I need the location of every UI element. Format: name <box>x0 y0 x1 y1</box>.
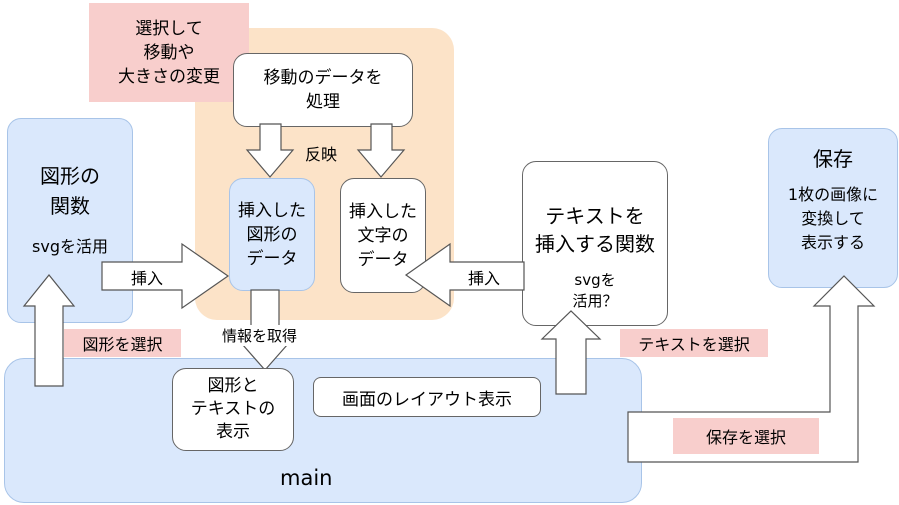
label-insert-left: 挿入 <box>131 269 164 288</box>
move-data-box[interactable]: 移動のデータを 処理 <box>233 53 413 127</box>
text-function-title: テキストを 挿入する関数 <box>535 204 655 256</box>
note-select-move: 選択して 移動や 大きさの変更 <box>89 3 249 102</box>
arrow-move-to-shape <box>245 123 295 178</box>
display-text: 図形と テキストの 表示 <box>190 376 276 442</box>
text-data-box[interactable]: 挿入した 文字の データ <box>340 178 426 293</box>
label-insert-right: 挿入 <box>468 269 501 288</box>
save-sub: 1枚の画像に 変換して 表示する <box>787 185 879 252</box>
layout-text: 画面のレイアウト表示 <box>342 389 512 410</box>
text-data-text: 挿入した 文字の データ <box>349 201 417 270</box>
label-get-info: 情報を取得 <box>220 325 300 346</box>
note-select-text: テキストを選択 <box>620 329 768 357</box>
layout-box[interactable]: 画面のレイアウト表示 <box>313 377 541 417</box>
note-select-shape: 図形を選択 <box>64 329 181 357</box>
shape-data-box[interactable]: 挿入した 図形の データ <box>229 178 315 291</box>
shape-data-text: 挿入した 図形の データ <box>238 200 306 269</box>
arrow-select-save <box>627 275 876 463</box>
display-box[interactable]: 図形と テキストの 表示 <box>172 368 294 451</box>
label-hanei: 反映 <box>305 145 338 164</box>
arrow-select-shape <box>22 274 76 387</box>
shape-function-sub: svgを活用 <box>32 237 108 256</box>
save-title: 保存 <box>813 147 853 171</box>
save-box[interactable]: 保存 1枚の画像に 変換して 表示する <box>768 128 898 288</box>
main-label: main <box>280 466 333 490</box>
text-function-box[interactable]: テキストを 挿入する関数 svgを 活用？ <box>522 161 668 326</box>
arrow-insert-text <box>404 242 525 308</box>
arrow-move-to-text <box>356 123 406 178</box>
text-function-sub: svgを 活用？ <box>572 271 618 310</box>
shape-function-title: 図形の 関数 <box>40 164 100 218</box>
arrow-insert-shape <box>101 242 230 310</box>
note-select-save: 保存を選択 <box>673 418 819 454</box>
arrow-select-text <box>540 310 602 395</box>
move-data-text: 移動のデータを 処理 <box>263 68 383 112</box>
